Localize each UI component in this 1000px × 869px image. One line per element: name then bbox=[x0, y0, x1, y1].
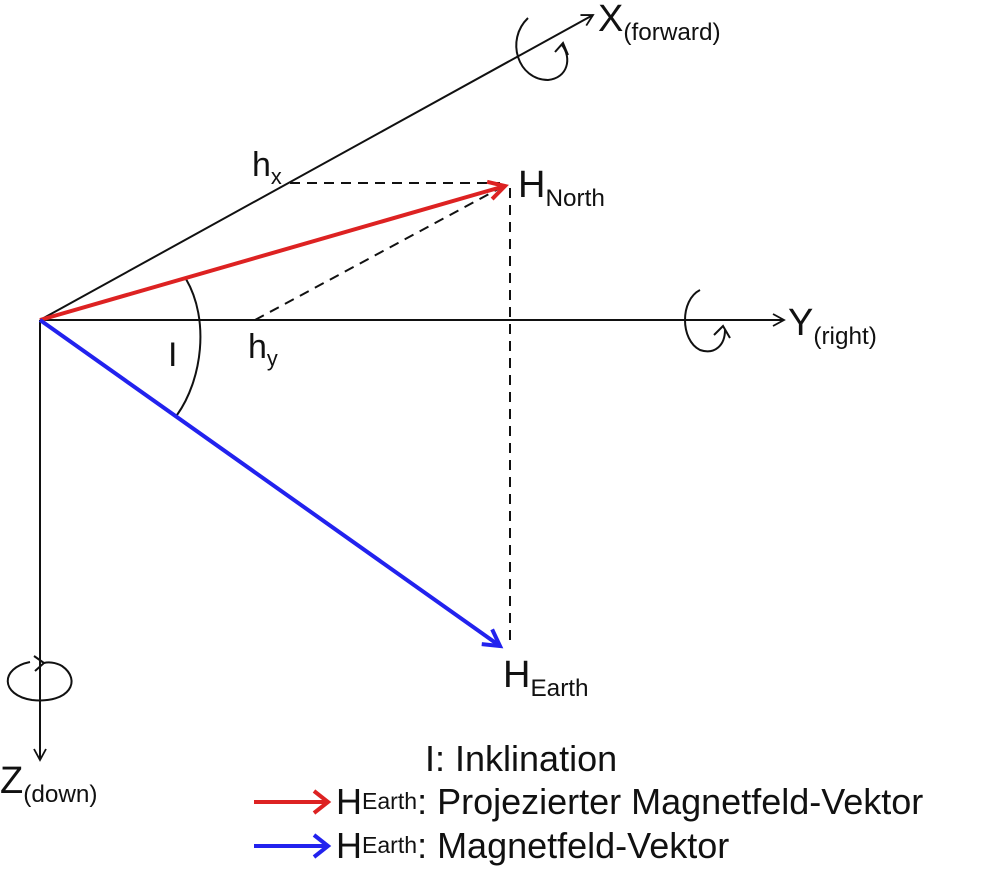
x-axis-letter: X bbox=[598, 0, 624, 40]
z-axis-subscript: (down) bbox=[23, 780, 98, 808]
legend-field-subscript: Earth bbox=[362, 832, 418, 859]
hx-letter: h bbox=[252, 146, 271, 184]
y-axis-letter: Y bbox=[788, 302, 814, 344]
projected-vector bbox=[39, 186, 505, 322]
h-earth-subscript: Earth bbox=[530, 674, 589, 702]
h-north-label: HNorth bbox=[518, 166, 605, 211]
legend-projected-letter: H bbox=[336, 781, 362, 822]
hy-subscript: y bbox=[266, 345, 278, 371]
legend-projected-subscript: Earth bbox=[362, 788, 418, 815]
z-axis-letter: Z bbox=[0, 760, 24, 802]
legend-inclination: I: Inklination bbox=[425, 741, 617, 777]
hy-label: hy bbox=[248, 330, 278, 370]
x-axis-subscript: (forward) bbox=[623, 18, 721, 46]
legend-projected-text: : Projezierter Magnetfeld-Vektor bbox=[417, 781, 924, 822]
inclination-angle-label: I bbox=[168, 336, 178, 374]
field-vector bbox=[38, 318, 500, 646]
h-north-subscript: North bbox=[545, 184, 605, 212]
legend-inclination-text: I: Inklination bbox=[425, 738, 618, 779]
x-axis-label: X(forward) bbox=[598, 0, 721, 45]
hx-label: hx bbox=[252, 148, 282, 188]
x-rotation-icon bbox=[515, 17, 569, 82]
y-axis-label: Y(right) bbox=[788, 304, 877, 349]
y-rotation-icon bbox=[684, 289, 731, 353]
inclination-arc bbox=[176, 278, 202, 416]
z-rotation-icon bbox=[6, 655, 73, 702]
z-axis-label: Z(down) bbox=[0, 762, 98, 807]
legend-blue-arrow-icon bbox=[254, 833, 332, 859]
legend-field-letter: H bbox=[336, 825, 362, 866]
h-earth-label: HEarth bbox=[503, 656, 589, 701]
hy-letter: h bbox=[248, 328, 267, 366]
legend-red-arrow-icon bbox=[254, 789, 332, 815]
h-earth-letter: H bbox=[503, 654, 531, 696]
h-north-letter: H bbox=[518, 164, 546, 206]
legend-field-text: : Magnetfeld-Vektor bbox=[417, 825, 730, 866]
hx-subscript: x bbox=[270, 163, 282, 189]
y-axis-subscript: (right) bbox=[813, 322, 877, 350]
hy-diagonal-line bbox=[254, 186, 503, 321]
x-axis bbox=[39, 14, 595, 321]
